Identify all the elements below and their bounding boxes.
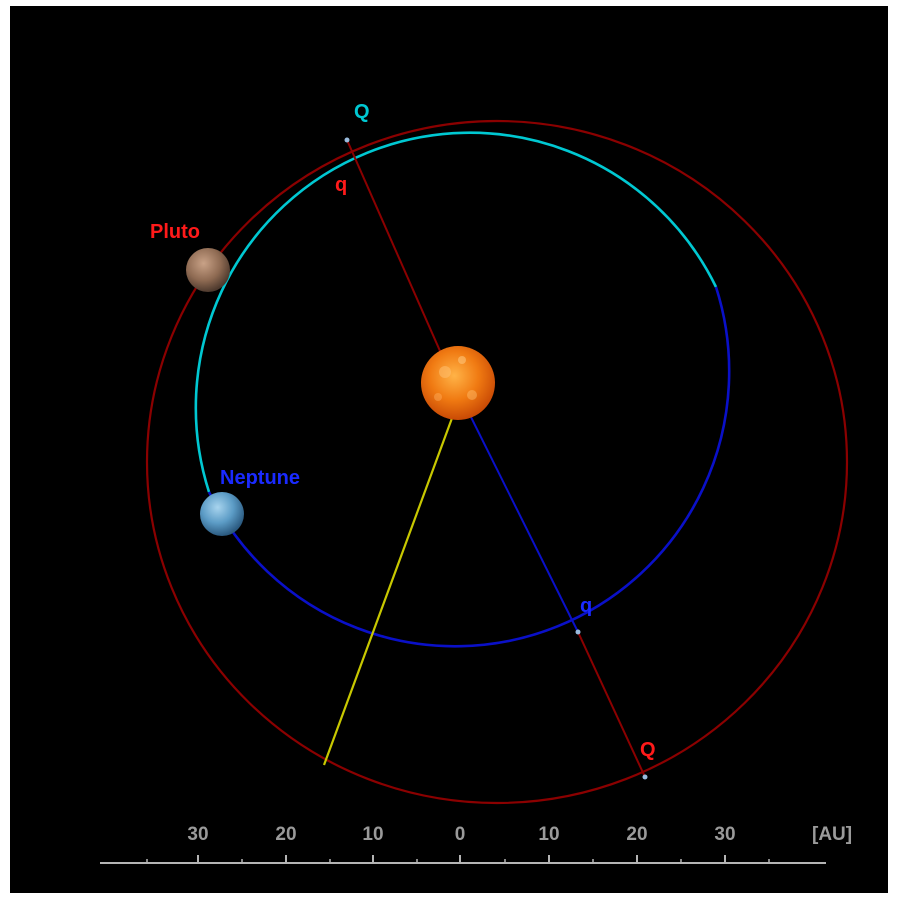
- diagram-frame: Pluto Neptune Q q q Q 30 20 10 0 10 20 3…: [10, 6, 888, 893]
- scale-bar: 30 20 10 0 10 20 30 [AU]: [100, 824, 852, 864]
- neptune-planet-icon: [200, 492, 244, 536]
- neptune-aphelion-marker: [344, 137, 350, 143]
- orbit-diagram: Pluto Neptune Q q q Q 30 20 10 0 10 20 3…: [100, 101, 852, 864]
- pluto-apsidal-line: [346, 139, 456, 386]
- scale-tick-label: 0: [455, 824, 466, 845]
- neptune-apsidal-line: [454, 384, 579, 633]
- pluto-apsidal-line-far: [577, 631, 646, 778]
- neptune-label: Neptune: [220, 467, 300, 489]
- neptune-orbit-blue-arc: [207, 286, 731, 648]
- pluto-planet-icon: [186, 248, 230, 292]
- scale-tick-label: 30: [187, 824, 208, 845]
- scale-tick-label: 10: [362, 824, 383, 845]
- scale-unit-label: [AU]: [812, 824, 852, 845]
- neptune-perihelion-marker: [575, 629, 581, 635]
- scale-tick-label: 20: [626, 824, 647, 845]
- scale-tick-label: 10: [538, 824, 559, 845]
- node-line: [322, 409, 457, 766]
- neptune-orbit-cyan-arc: [194, 131, 718, 493]
- scale-tick-label: 20: [275, 824, 296, 845]
- neptune-perihelion-label: q: [580, 595, 592, 617]
- pluto-label: Pluto: [150, 221, 200, 243]
- pluto-perihelion-label: q: [335, 174, 347, 196]
- sun-icon: [421, 346, 495, 420]
- pluto-aphelion-marker: [642, 774, 648, 780]
- neptune-aphelion-label: Q: [354, 101, 370, 123]
- pluto-orbit: [145, 119, 849, 805]
- scale-tick-label: 30: [714, 824, 735, 845]
- pluto-aphelion-label: Q: [640, 739, 656, 761]
